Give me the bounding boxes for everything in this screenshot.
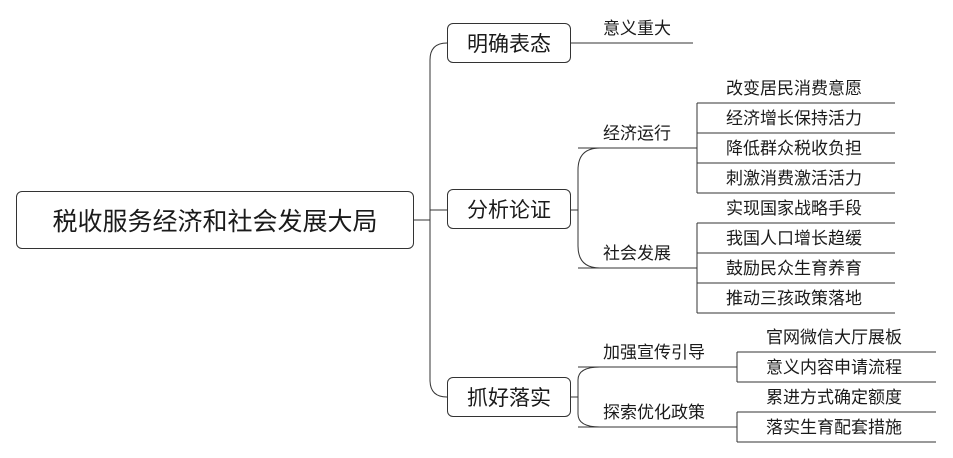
leaf-label: 推动三孩政策落地	[726, 289, 862, 309]
branch-label: 分析论证	[467, 198, 551, 222]
leaf-label: 改变居民消费意愿	[726, 79, 862, 99]
leaf-label: 落实生育配套措施	[766, 418, 902, 438]
sub-node-label: 探索优化政策	[603, 403, 705, 423]
sub-node-label: 加强宣传引导	[603, 343, 705, 363]
sub-node-label: 经济运行	[603, 124, 671, 144]
leaf-label: 我国人口增长趋缓	[726, 229, 862, 249]
leaf-label: 鼓励民众生育养育	[726, 259, 862, 279]
branch-node-2: 分析论证	[447, 189, 571, 229]
root-node: 税收服务经济和社会发展大局	[16, 191, 414, 249]
leaf-label: 实现国家战略手段	[726, 199, 862, 219]
root-label: 税收服务经济和社会发展大局	[52, 207, 378, 236]
leaf-label: 经济增长保持活力	[726, 109, 862, 129]
leaf-label: 降低群众税收负担	[726, 139, 862, 159]
branch-label: 明确表态	[467, 32, 551, 56]
branch-node-3: 抓好落实	[447, 377, 571, 417]
leaf-label: 刺激消费激活活力	[726, 169, 862, 189]
leaf-label: 意义内容申请流程	[766, 358, 902, 378]
leaf-label: 官网微信大厅展板	[766, 328, 902, 348]
sub-node-label: 意义重大	[603, 19, 671, 39]
branch-label: 抓好落实	[467, 386, 551, 410]
sub-node-label: 社会发展	[603, 244, 671, 264]
branch-node-1: 明确表态	[447, 23, 571, 63]
leaf-label: 累进方式确定额度	[766, 388, 902, 408]
